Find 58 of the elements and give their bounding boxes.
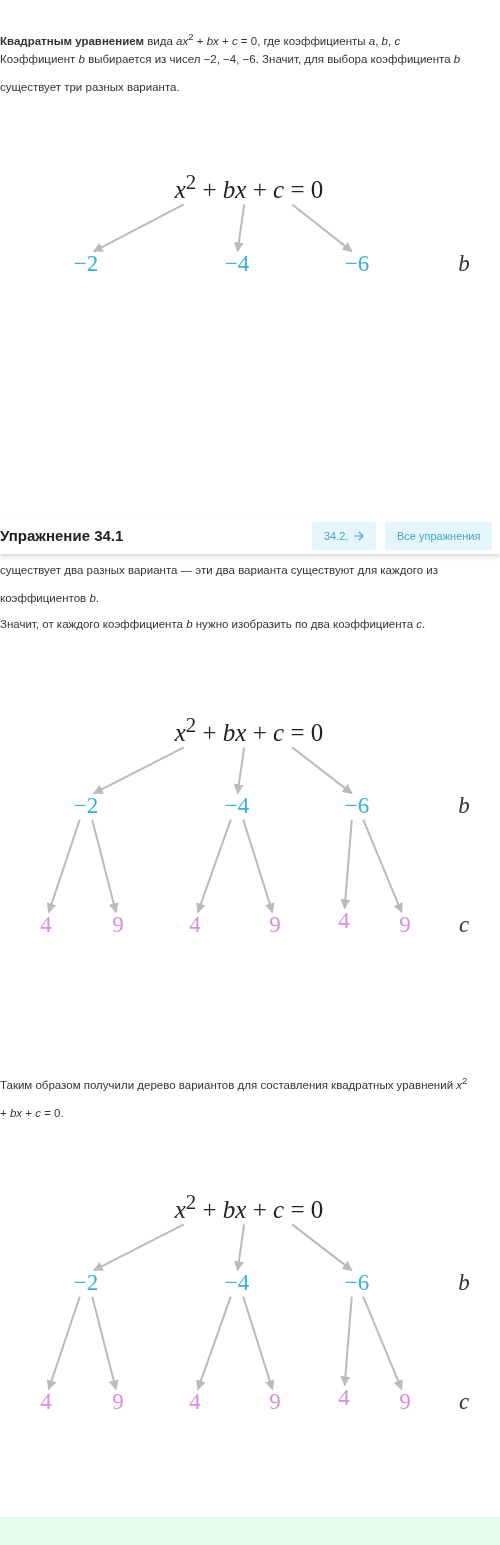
variable-label: b — [458, 793, 470, 819]
arrow — [242, 818, 275, 914]
coefficient-value: 9 — [269, 1389, 281, 1415]
coefficient-value: −6 — [344, 1270, 370, 1296]
coefficient-value: −2 — [73, 1270, 99, 1296]
next-exercise-button: 34.2. — [312, 522, 377, 550]
coefficient-value: 9 — [399, 912, 411, 938]
coefficient-value: 9 — [399, 1389, 411, 1415]
equation: x$^{2}$ + bx + c = 0 — [174, 713, 324, 747]
coefficient-value: −4 — [224, 251, 250, 277]
variable-label: b — [458, 1270, 470, 1296]
coefficient-value: −2 — [73, 793, 99, 819]
arrow — [233, 203, 246, 253]
coefficient-value: −6 — [344, 793, 370, 819]
arrow — [233, 1223, 246, 1272]
arrow — [362, 818, 403, 914]
arrow — [340, 1295, 353, 1387]
equation: x$^{2}$ + bx + c = 0 — [174, 1190, 324, 1224]
equation: x$^{2}$ + bx + c = 0 — [174, 170, 324, 204]
coefficient-value: −6 — [344, 251, 370, 277]
arrow — [291, 203, 353, 253]
variable-label: c — [458, 912, 470, 938]
coefficient-value: 9 — [269, 912, 281, 938]
variable-label: c — [458, 1389, 470, 1415]
paragraph: Значит, от каждого коэффициента b нужно изобразить по два коэффициента c. — [0, 617, 427, 632]
paragraph: Коэффициент b выбирается из чисел −2, −4, −6. Значит, для выбора коэффициента b существует три разных варианта. — [0, 52, 462, 95]
arrow — [242, 1295, 275, 1391]
arrow — [233, 746, 246, 795]
arrow — [92, 746, 185, 795]
arrow — [92, 1223, 185, 1272]
coefficient-value: 4 — [189, 1389, 201, 1415]
arrow — [291, 1223, 353, 1272]
coefficient-value: 4 — [338, 908, 350, 934]
arrow — [46, 1295, 81, 1391]
variable-label: b — [458, 251, 470, 277]
coefficient-value: 4 — [338, 1385, 350, 1411]
paragraph: Квадратным уравнением вида ax$^{2}$ + bx + c = 0, где коэффициенты a, b, c — [0, 30, 401, 49]
coefficient-value: 4 — [189, 912, 201, 938]
coefficient-value: −2 — [73, 251, 99, 277]
all-exercises-button: Все упражнения — [385, 522, 493, 550]
arrow — [291, 746, 353, 795]
arrow — [92, 203, 185, 253]
arrow — [340, 818, 353, 910]
paragraph: существует два разных варианта — эти два варианта существуют для каждого из коэффициентов b. — [0, 563, 440, 606]
coefficient-value: −4 — [224, 793, 250, 819]
paragraph: Таким образом получили дерево вариантов для составления квадратных уравнений x$^{2}$ + bx + c = 0. — [0, 1074, 469, 1121]
arrow — [46, 818, 81, 914]
coefficient-value: 4 — [40, 912, 52, 938]
coefficient-value: 9 — [112, 912, 124, 938]
coefficient-value: 9 — [112, 1389, 124, 1415]
arrow — [362, 1295, 403, 1391]
heading: Упражнение 34.1 — [0, 526, 124, 546]
arrow — [91, 1295, 119, 1391]
arrow — [91, 818, 119, 914]
coefficient-value: −4 — [224, 1270, 250, 1296]
arrow — [196, 1295, 232, 1391]
arrow — [196, 818, 232, 914]
coefficient-value: 4 — [40, 1389, 52, 1415]
